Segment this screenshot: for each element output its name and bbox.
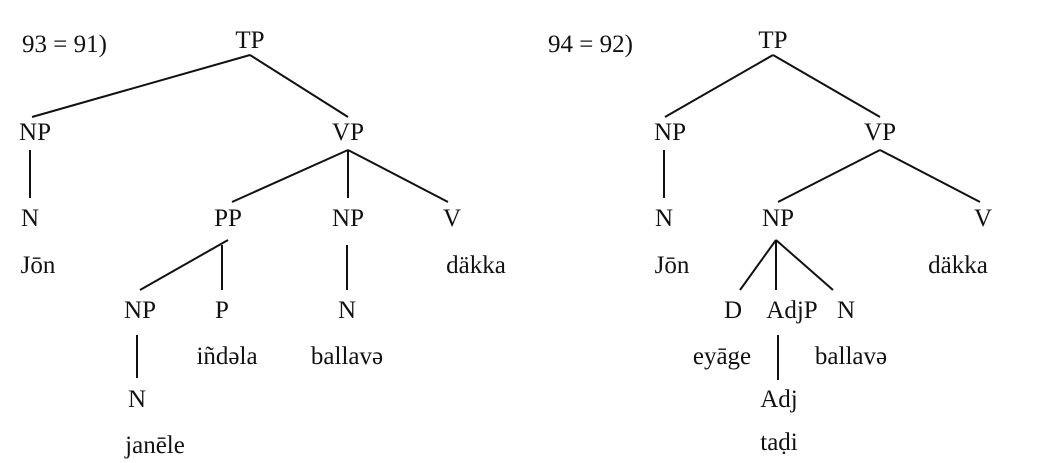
word-indela: iñdəla bbox=[196, 343, 257, 370]
word-ballave: ballavə bbox=[311, 343, 383, 370]
tp-node: TP bbox=[235, 27, 264, 54]
n-object-node: N bbox=[338, 297, 356, 324]
word-dakka: däkka bbox=[928, 252, 988, 279]
np-subject-node: NP bbox=[654, 119, 686, 146]
d-node: D bbox=[724, 297, 742, 324]
n-inner-node: N bbox=[128, 386, 146, 413]
word-jon: Jōn bbox=[21, 252, 56, 279]
edge-np-n bbox=[775, 239, 834, 291]
word-eyage: eyāge bbox=[693, 343, 751, 370]
edge-vp-pp bbox=[231, 149, 349, 203]
edge-vp-v bbox=[347, 149, 449, 203]
np-object-node: NP bbox=[332, 205, 364, 232]
edge-tp-vp bbox=[772, 54, 881, 118]
tp-node: TP bbox=[758, 27, 787, 54]
vp-node: VP bbox=[332, 119, 364, 146]
np-inner-node: NP bbox=[124, 297, 156, 324]
tree-93: 93 = 91) TP NP VP N PP NP V Jōn däkka NP… bbox=[19, 27, 506, 459]
n-subject-node: N bbox=[21, 205, 39, 232]
edge-vp-v bbox=[879, 149, 981, 203]
tree-94: 94 = 92) TP NP VP N NP V Jōn däkka D Adj… bbox=[548, 27, 992, 456]
v-node: V bbox=[974, 205, 992, 232]
n-object-node: N bbox=[837, 297, 855, 324]
edge-tp-np bbox=[664, 54, 774, 118]
p-node: P bbox=[215, 297, 229, 324]
word-ballave: ballavə bbox=[815, 343, 887, 370]
vp-node: VP bbox=[864, 119, 896, 146]
example-label: 93 = 91) bbox=[22, 31, 107, 58]
edge-tp-vp bbox=[249, 54, 349, 118]
word-dakka: däkka bbox=[446, 252, 506, 279]
np-object-node: NP bbox=[762, 205, 794, 232]
word-jon: Jōn bbox=[655, 252, 690, 279]
example-label: 94 = 92) bbox=[548, 31, 633, 58]
np-subject-node: NP bbox=[19, 119, 51, 146]
word-tadi: taḍi bbox=[760, 429, 798, 456]
edge-tp-np bbox=[31, 54, 251, 118]
adj-node: Adj bbox=[760, 386, 798, 413]
edge-pp-np bbox=[139, 239, 229, 291]
adjp-node: AdjP bbox=[766, 297, 817, 324]
v-node: V bbox=[443, 205, 461, 232]
pp-node: PP bbox=[214, 205, 242, 232]
word-janele: janēle bbox=[124, 432, 185, 459]
edge-np-d bbox=[739, 239, 777, 291]
n-subject-node: N bbox=[655, 205, 673, 232]
edge-vp-np bbox=[777, 149, 881, 203]
